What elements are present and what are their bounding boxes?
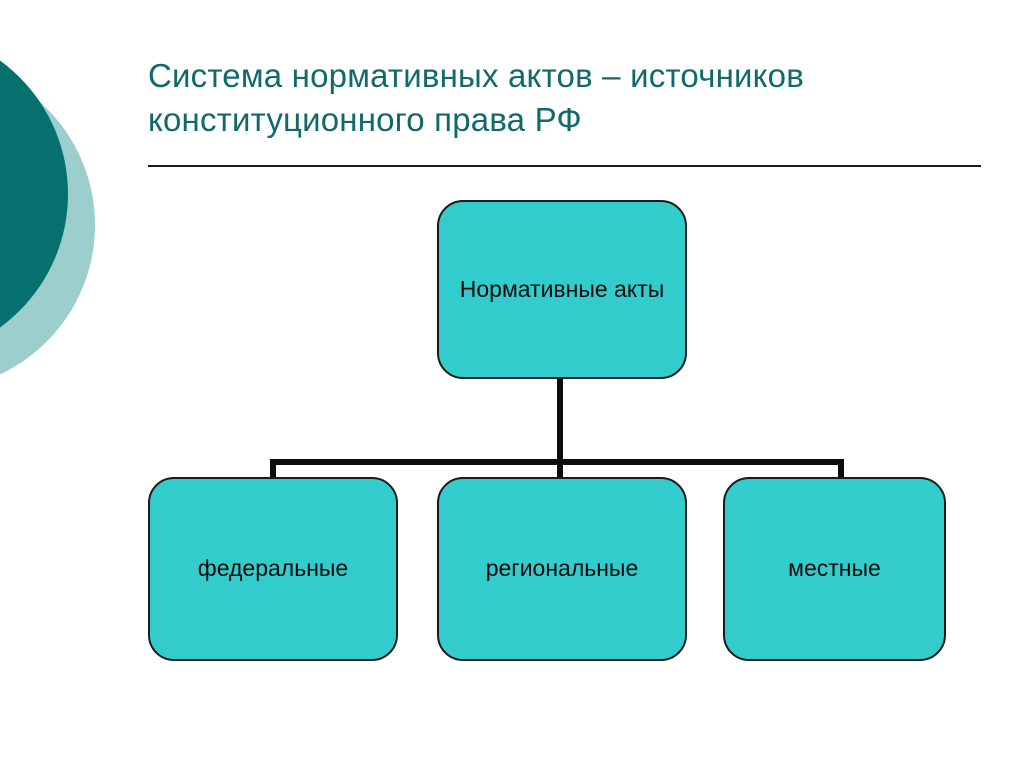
connector-drop-local: [838, 459, 844, 481]
node-normativnye-akty[interactable]: Нормативные акты: [437, 200, 687, 379]
title-divider: [148, 165, 981, 167]
node-local-label: местные: [788, 555, 881, 582]
node-regional-label: региональные: [485, 555, 639, 582]
node-regionalnye[interactable]: региональные: [437, 477, 687, 661]
slide-title-block: Система нормативных актов – источников к…: [148, 54, 988, 142]
connector-drop-regional: [557, 459, 563, 481]
node-mestnye[interactable]: местные: [723, 477, 946, 661]
node-root-label: Нормативные акты: [459, 275, 665, 302]
connector-drop-federal: [270, 459, 276, 481]
connector-root-stem: [557, 378, 563, 464]
page-title: Система нормативных актов – источников к…: [148, 57, 804, 139]
node-federal-label: федеральные: [197, 555, 349, 582]
node-federalnye[interactable]: федеральные: [148, 477, 398, 661]
